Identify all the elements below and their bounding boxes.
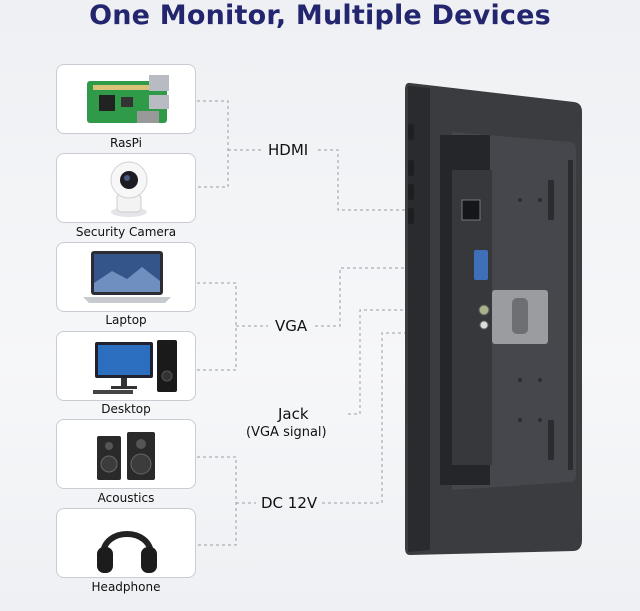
device-card-desktop bbox=[56, 331, 196, 401]
device-card-headphone bbox=[56, 508, 196, 578]
speakers-icon bbox=[97, 432, 155, 480]
device-label-raspi: RasPi bbox=[110, 136, 142, 150]
device-card-acoustics bbox=[56, 419, 196, 489]
side-button-icon bbox=[408, 124, 414, 140]
port-label-dc: DC 12V bbox=[261, 494, 318, 512]
device-label-laptop: Laptop bbox=[105, 313, 147, 327]
portable-monitor-illustration bbox=[405, 82, 582, 555]
raspberry-pi-board-icon bbox=[87, 75, 169, 123]
device-label-headphone: Headphone bbox=[91, 580, 161, 594]
port-note-jack: (VGA signal) bbox=[246, 425, 327, 440]
security-camera-icon bbox=[110, 161, 148, 217]
desktop-computer-icon bbox=[93, 340, 177, 394]
device-card-raspi bbox=[56, 64, 196, 134]
laptop-icon bbox=[83, 251, 171, 303]
device-label-acoustics: Acoustics bbox=[97, 491, 155, 505]
port-label-vga: VGA bbox=[275, 317, 308, 335]
port-label-jack: Jack bbox=[278, 405, 309, 423]
device-card-laptop bbox=[56, 242, 196, 312]
port-label-hdmi: HDMI bbox=[268, 141, 309, 159]
headphones-icon bbox=[97, 531, 157, 573]
device-card-security-camera bbox=[56, 153, 196, 223]
device-label-security-camera: Security Camera bbox=[75, 225, 177, 239]
device-label-desktop: Desktop bbox=[101, 402, 151, 416]
page-title: One Monitor, Multiple Devices bbox=[89, 0, 551, 31]
